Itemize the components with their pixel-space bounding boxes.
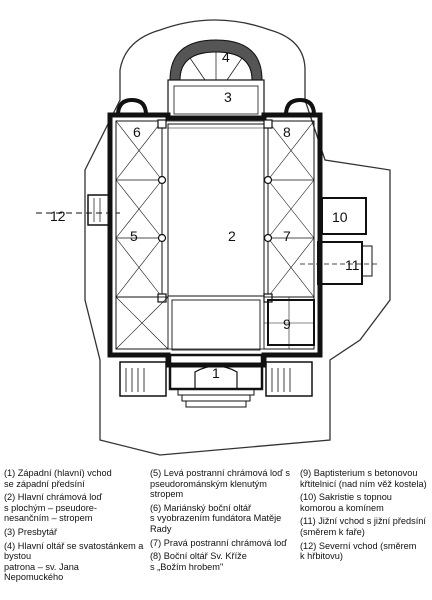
main-nave [167,123,265,297]
label-2: 2 [228,228,236,244]
legend-item-4: (4) Hlavní oltář se svatostánkem a bysto… [4,540,144,583]
legend-item-10: (10) Sakristie s topnou komorou a komíne… [300,492,392,513]
legend-column-2: (5) Levá postranní chrámová loď s pseudo… [150,468,296,575]
sacristy [321,197,367,235]
site-boundary [84,19,391,456]
north-entrance [87,194,111,226]
legend-item-8: (8) Boční oltář Sv. Kříže s „Božím hrobe… [150,551,247,572]
legend-column-1: (1) Západní (hlavní) vchod se západní př… [4,468,146,586]
label-11: 11 [345,257,360,273]
pillars [157,119,273,303]
legend-column-3: (9) Baptisterium s betonovou křtitelnicí… [300,468,430,565]
label-5: 5 [130,228,138,244]
baptistery [267,299,315,346]
legend-item-1: (1) Západní (hlavní) vchod se západní př… [4,468,112,489]
legend-item-11: (11) Jižní vchod s jižní předsíní (směre… [300,516,426,537]
porch-stairs [119,361,313,397]
legend-item-12: (12) Severní vchod (směrem k hřbitovu) [300,540,417,562]
entrance-steps [177,388,255,408]
legend-item-2: (2) Hlavní chrámová loď s plochým – pseu… [4,492,103,524]
legend: (1) Západní (hlavní) vchod se západní př… [0,468,432,600]
label-8: 8 [283,124,291,140]
church-floor-plan: 4 3 6 8 12 5 2 7 10 11 9 1 [36,19,391,456]
label-6: 6 [133,124,141,140]
legend-item-3: (3) Presbytář [4,526,58,537]
legend-item-9: (9) Baptisterium s betonovou křtitelnicí… [300,468,427,489]
label-4: 4 [222,49,230,65]
label-9: 9 [283,316,291,332]
outer-walls [107,112,323,368]
legend-item-5: (5) Levá postranní chrámová loď s pseudo… [150,468,290,500]
label-1: 1 [212,365,220,381]
label-7: 7 [283,228,291,244]
label-3: 3 [224,89,232,105]
label-12: 12 [50,208,66,224]
legend-item-7: (7) Pravá postranní chrámová loď [150,537,287,548]
legend-item-6: (6) Mariánský boční oltář s vyobrazením … [150,502,282,534]
label-10: 10 [332,209,348,225]
